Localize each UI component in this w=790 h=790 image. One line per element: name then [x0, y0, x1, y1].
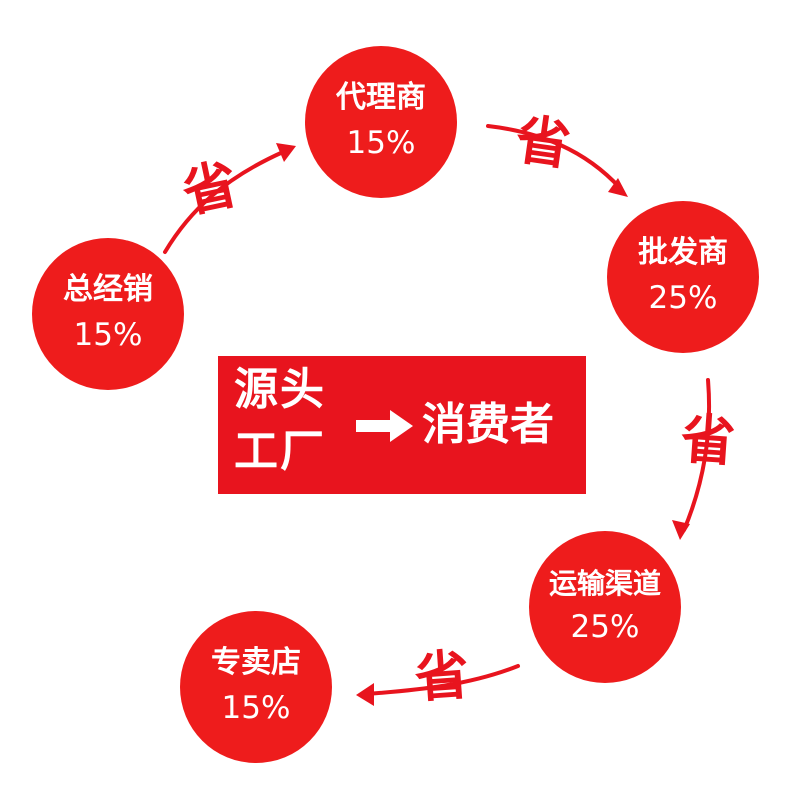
node-distributor: 总经销 15% [32, 238, 184, 390]
node-agent: 代理商 15% [305, 46, 457, 198]
node-distributor-label: 总经销 [63, 272, 153, 308]
consumer-label: 消费者 [422, 399, 554, 450]
arrowhead-agent [276, 143, 296, 162]
node-transport: 运输渠道 25% [529, 531, 681, 683]
node-wholesaler-percent: 25% [648, 279, 718, 316]
arrowhead-store [356, 683, 374, 706]
node-transport-label: 运输渠道 [548, 566, 661, 600]
arrowhead-wholesaler [608, 178, 628, 197]
node-wholesaler-label: 批发商 [638, 235, 728, 271]
node-agent-label: 代理商 [336, 80, 426, 116]
save-label-1: 省 [176, 152, 243, 225]
arrowhead-transport [672, 520, 690, 540]
save-label-3: 省 [678, 407, 738, 474]
node-store: 专卖店 15% [180, 611, 332, 763]
source-line-1: 源头 [234, 364, 326, 415]
node-store-label: 专卖店 [211, 645, 301, 681]
source-line-2: 工厂 [234, 426, 326, 477]
node-transport-percent: 25% [570, 608, 640, 645]
node-store-percent: 15% [221, 689, 291, 726]
save-label-2: 省 [511, 107, 575, 178]
node-agent-percent: 15% [346, 124, 416, 161]
right-arrow-icon [356, 410, 413, 442]
node-wholesaler: 批发商 25% [607, 201, 759, 353]
save-label-4: 省 [412, 643, 472, 710]
node-distributor-percent: 15% [73, 316, 143, 353]
center-box: 源头 工厂 消费者 [218, 356, 586, 494]
